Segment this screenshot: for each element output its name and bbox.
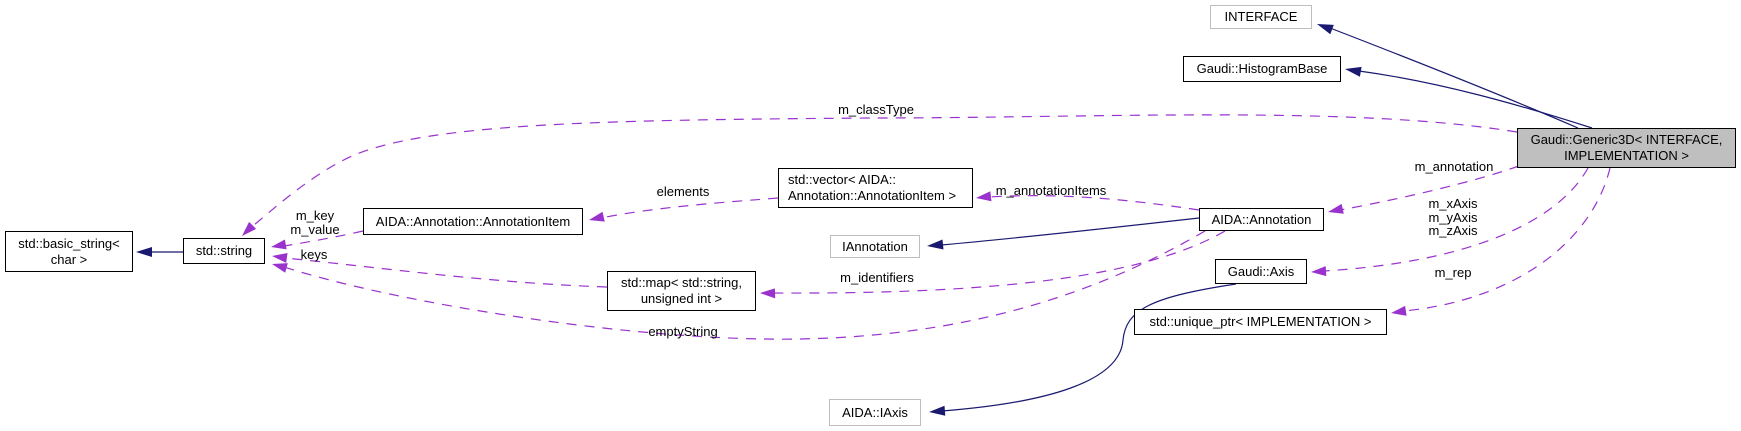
edge-label-identifiers: m_identifiers <box>840 270 914 285</box>
node-std-string[interactable]: std::string <box>183 238 265 264</box>
node-label: std::unique_ptr< IMPLEMENTATION > <box>1149 314 1372 329</box>
node-label: Gaudi::HistogramBase <box>1196 61 1328 76</box>
arrowhead-axes <box>1311 266 1327 277</box>
node-label: AIDA::IAxis <box>842 404 908 420</box>
edge-usage-classtype <box>247 114 1518 231</box>
edge-usage-annotationitems <box>988 195 1200 211</box>
edge-label-key-value: m_key m_value <box>290 209 339 236</box>
edge-inherit-interface <box>1329 27 1579 129</box>
node-gaudi-histogrambase[interactable]: Gaudi::HistogramBase <box>1183 56 1341 82</box>
node-aida-iaxis: AIDA::IAxis <box>829 399 921 426</box>
node-interface: INTERFACE <box>1210 5 1312 29</box>
edge-label-annotation: m_annotation <box>1414 159 1494 174</box>
arrowhead-basicstring <box>136 247 152 257</box>
node-label: IMPLEMENTATION > <box>1564 148 1689 163</box>
node-label: std::vector< AIDA:: <box>788 172 897 187</box>
edge-usage-keys <box>284 257 608 288</box>
node-annotation-item[interactable]: AIDA::Annotation::AnnotationItem <box>363 208 583 235</box>
arrowhead-keyvalue <box>271 239 287 250</box>
edge-usage-annotation <box>1339 165 1520 211</box>
arrowhead-identifiers <box>760 288 776 299</box>
arrowhead-iaxis <box>929 405 946 416</box>
arrowhead-classtype <box>242 221 257 236</box>
node-label: AIDA::Annotation <box>1211 211 1312 227</box>
edge-label-classtype: m_classType <box>838 102 914 117</box>
edge-label-elements: elements <box>656 184 710 199</box>
node-label: IAnnotation <box>842 238 908 254</box>
edge-label-line: m_zAxis <box>1428 223 1478 238</box>
node-label: char > <box>50 251 88 267</box>
node-label: Gaudi::Generic3D< INTERFACE, <box>1530 132 1723 147</box>
node-label: Gaudi::Axis <box>1227 263 1295 279</box>
arrowhead-annotation <box>1328 203 1344 214</box>
node-label: std::map< std::string, <box>620 275 743 290</box>
node-aida-annotation[interactable]: AIDA::Annotation <box>1199 208 1324 231</box>
edge-label-line: m_xAxis <box>1428 196 1478 211</box>
arrowhead-iannotation <box>927 239 944 250</box>
node-label: Annotation::AnnotationItem > <box>788 188 957 203</box>
edge-label-rep: m_rep <box>1434 265 1472 280</box>
arrowhead-keys <box>272 253 288 263</box>
edge-usage-axes <box>1323 167 1589 272</box>
node-gaudi-axis[interactable]: Gaudi::Axis <box>1215 259 1307 284</box>
arrowhead-emptystring <box>272 263 288 273</box>
edge-label-line: m_yAxis <box>1428 209 1478 225</box>
node-std-vector[interactable]: std::vector< AIDA:: Annotation::Annotati… <box>778 168 973 208</box>
edge-inherit-histogrambase <box>1358 70 1593 129</box>
arrowhead-interface <box>1317 24 1334 35</box>
edge-usage-identifiers <box>772 230 1226 294</box>
node-gaudi-generic3d: Gaudi::Generic3D< INTERFACE, IMPLEMENTAT… <box>1517 128 1736 168</box>
node-iannotation: IAnnotation <box>830 235 920 258</box>
edge-usage-emptystring <box>283 230 1206 340</box>
edge-label-keys: keys <box>300 247 328 262</box>
arrowhead-elements <box>589 211 605 222</box>
edge-usage-elements <box>600 197 779 219</box>
edge-label-axes: m_xAxis m_yAxis m_zAxis <box>1428 197 1477 238</box>
arrowhead-histogrambase <box>1345 66 1362 77</box>
node-label: INTERFACE <box>1224 9 1298 24</box>
edge-inherit-iaxis <box>941 283 1237 412</box>
node-label: AIDA::Annotation::AnnotationItem <box>375 213 571 229</box>
edge-label-line: m_key <box>295 208 335 223</box>
edge-label-emptystring: emptyString <box>648 324 718 339</box>
node-label: unsigned int > <box>640 291 723 306</box>
edge-inherit-iannotation <box>940 217 1200 246</box>
node-std-map[interactable]: std::map< std::string, unsigned int > <box>607 271 756 311</box>
node-label: std::basic_string< <box>18 235 120 251</box>
node-label: std::string <box>195 243 253 258</box>
node-std-unique-ptr[interactable]: std::unique_ptr< IMPLEMENTATION > <box>1134 309 1387 335</box>
arrowhead-rep <box>1391 305 1407 316</box>
edge-label-annotationitems: m_annotationItems <box>995 183 1107 198</box>
arrowhead-annotationitems <box>976 191 992 202</box>
edge-label-line: m_value <box>290 221 340 237</box>
edge-usage-rep <box>1403 167 1611 312</box>
node-std-basic-string[interactable]: std::basic_string< char > <box>5 231 133 272</box>
edge-usage-keyvalue <box>283 230 364 247</box>
